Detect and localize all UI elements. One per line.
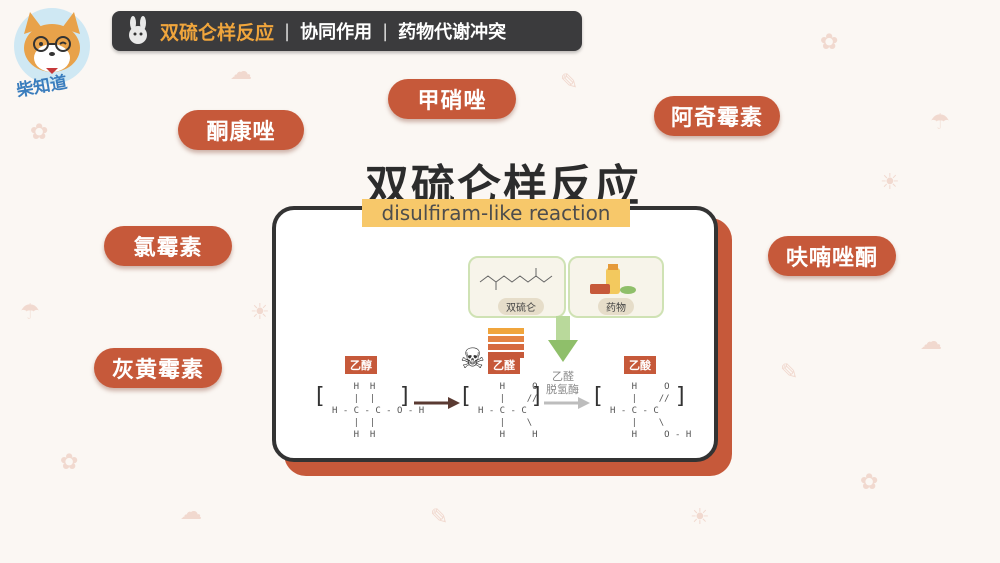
background-doodle: ✿ bbox=[30, 120, 49, 145]
bracket: ] bbox=[676, 384, 685, 409]
background-doodle: ☀ bbox=[690, 505, 710, 530]
ethanol-label: 乙醇 bbox=[345, 356, 377, 374]
drug-pill-metronidazole: 甲硝唑 bbox=[388, 79, 516, 119]
enzyme-arrow-icon bbox=[544, 397, 590, 409]
drug-pill-ketoconazole: 酮康唑 bbox=[178, 110, 304, 150]
shiba-dog-logo-icon bbox=[14, 8, 90, 84]
background-doodle: ☁ bbox=[920, 330, 942, 355]
disulfiram-label: 双硫仑 bbox=[498, 298, 544, 315]
enzyme-label-line1: 乙醛 bbox=[552, 370, 574, 383]
bracket: ] bbox=[532, 384, 541, 409]
header-divider: | bbox=[284, 20, 291, 42]
accumulation-bars bbox=[488, 328, 524, 358]
disulfiram-structure-icon bbox=[479, 268, 553, 290]
main-subtitle: disulfiram-like reaction bbox=[362, 199, 630, 227]
background-doodle: ✎ bbox=[430, 505, 449, 530]
channel-logo: 柴知道 bbox=[8, 6, 96, 101]
acetaldehyde-structure: H O | // H - C - C | \ H H bbox=[478, 382, 538, 440]
reaction-arrow-icon bbox=[414, 397, 460, 409]
enzyme-label-line2: 脱氢酶 bbox=[546, 383, 579, 396]
header-title: 双硫仑样反应 bbox=[160, 21, 275, 44]
header-divider: | bbox=[382, 20, 389, 42]
background-doodle: ✎ bbox=[560, 70, 579, 95]
background-doodle: ☂ bbox=[20, 300, 40, 325]
acetic-acid-label: 乙酸 bbox=[624, 356, 656, 374]
drug-pill-chloramphenicol: 氯霉素 bbox=[104, 226, 232, 266]
bracket: [ bbox=[462, 384, 471, 409]
acetic-acid-structure: H O | // H - C - C | \ H O - H bbox=[610, 382, 692, 440]
background-doodle: ✿ bbox=[860, 470, 879, 495]
drug-box: 药物 bbox=[568, 256, 664, 318]
background-doodle: ☀ bbox=[880, 170, 900, 195]
bracket: ] bbox=[400, 384, 409, 409]
drug-label: 药物 bbox=[598, 298, 634, 315]
background-doodle: ✿ bbox=[60, 450, 79, 475]
skull-crossbones-icon: ☠ bbox=[460, 342, 486, 375]
background-doodle: ✎ bbox=[780, 360, 799, 385]
bracket: [ bbox=[316, 384, 325, 409]
background-doodle: ☁ bbox=[180, 500, 202, 525]
disulfiram-box: 双硫仑 bbox=[468, 256, 566, 318]
rabbit-icon bbox=[120, 11, 156, 51]
ethanol-structure: H H | | H - C - C - O - H | | H H bbox=[332, 382, 425, 440]
medicine-bottle-icon bbox=[590, 264, 636, 294]
acetaldehyde-label: 乙醛 bbox=[488, 356, 520, 374]
background-doodle: ☂ bbox=[930, 110, 950, 135]
drug-pill-furazolidone: 呋喃唑酮 bbox=[768, 236, 896, 276]
background-doodle: ☀ bbox=[250, 300, 270, 325]
background-doodle: ✿ bbox=[820, 30, 839, 55]
header-crumb-metabolism: 药物代谢冲突 bbox=[398, 22, 507, 43]
inhibit-down-arrow-icon bbox=[548, 316, 578, 362]
drug-pill-azithromycin: 阿奇霉素 bbox=[654, 96, 780, 136]
diagram-card bbox=[272, 206, 718, 462]
header-bar: 双硫仑样反应 | 协同作用 | 药物代谢冲突 bbox=[112, 11, 582, 51]
header-crumb-synergy: 协同作用 bbox=[300, 22, 373, 43]
bracket: [ bbox=[594, 384, 603, 409]
background-doodle: ☁ bbox=[230, 60, 252, 85]
drug-pill-griseofulvin: 灰黄霉素 bbox=[94, 348, 222, 388]
